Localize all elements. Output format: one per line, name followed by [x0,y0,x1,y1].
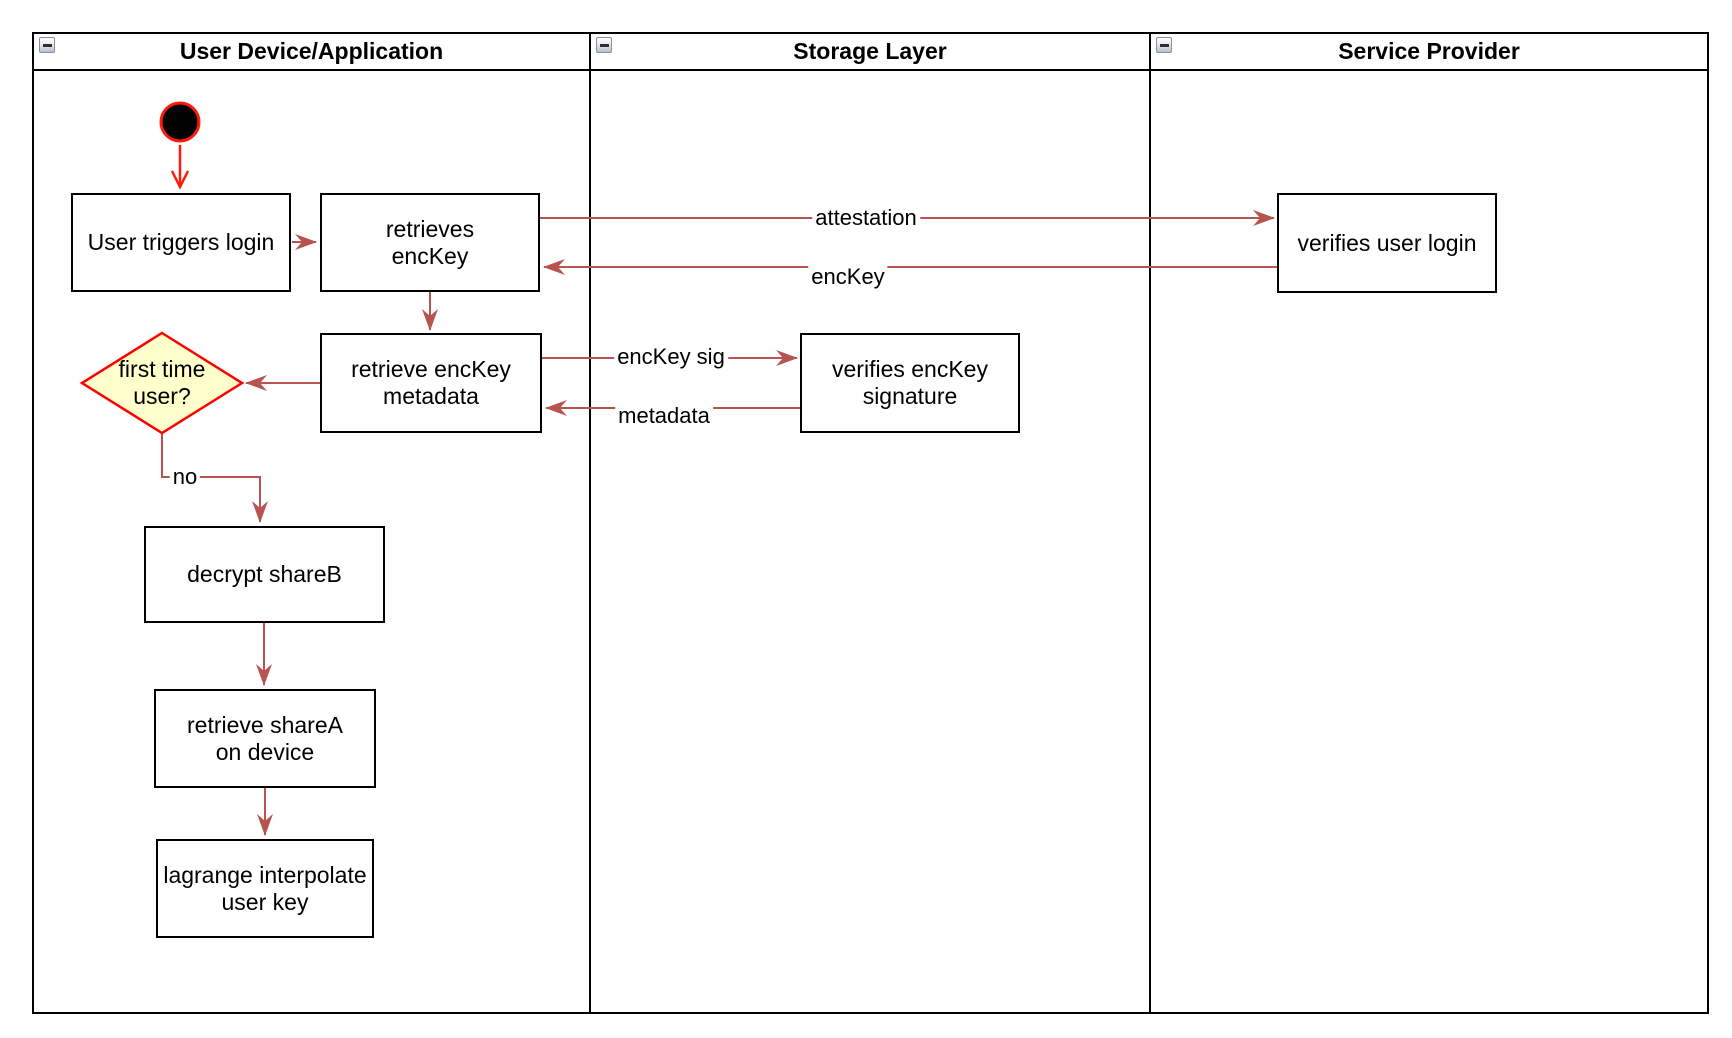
edge-label-metadata[interactable]: metadata [615,404,713,428]
lane-header-storage-layer[interactable]: Storage Layer [591,34,1149,71]
minus-icon [42,43,52,47]
node-lagrange-interpolate[interactable]: lagrange interpolate user key [156,839,374,938]
collapse-lane-icon[interactable] [39,37,55,53]
collapse-lane-icon[interactable] [1156,37,1172,53]
edge-label-enckey-sig[interactable]: encKey sig [614,345,728,369]
minus-icon [1159,43,1169,47]
lane-title-storage-layer: Storage Layer [793,38,947,64]
lane-title-user-device: User Device/Application [179,38,444,64]
minus-icon [599,43,609,47]
node-retrieve-sharea[interactable]: retrieve shareA on device [154,689,376,788]
node-label: retrieves encKey [385,215,475,269]
decision-first-time-user[interactable] [79,331,245,435]
edge-no-to-decrypt-shareb[interactable] [161,433,268,523]
lane-header-user-device[interactable]: User Device/Application [34,34,589,71]
lane-title-service-provider: Service Provider [1338,38,1520,64]
lane-divider [1149,32,1151,1014]
edge-label-attestation[interactable]: attestation [812,206,920,230]
node-label: retrieve encKey metadata [351,356,511,409]
node-user-triggers-login[interactable]: User triggers login [71,193,291,292]
node-retrieve-enckey-metadata[interactable]: retrieve encKey metadata [320,333,542,433]
edge-label-no[interactable]: no [169,465,201,489]
lane-header-service-provider[interactable]: Service Provider [1151,34,1707,71]
node-decrypt-shareb[interactable]: decrypt shareB [144,526,385,623]
node-label: verifies encKey signature [832,356,988,409]
node-label: lagrange interpolate user key [163,861,367,915]
collapse-lane-icon[interactable] [596,37,612,53]
node-label: verifies user login [1297,229,1477,256]
node-label: decrypt shareB [187,561,342,587]
node-label: User triggers login [87,229,275,255]
edge-label-enckey[interactable]: encKey [808,265,888,289]
node-verifies-enckey-signature[interactable]: verifies encKey signature [800,333,1020,433]
node-label: retrieve shareA on device [187,711,343,765]
decision-label: first time user? [118,356,206,409]
initial-node[interactable] [159,101,201,143]
node-retrieves-enckey[interactable]: retrieves encKey [320,193,540,292]
node-verifies-user-login[interactable]: verifies user login [1277,193,1497,293]
lane-divider [589,32,591,1014]
